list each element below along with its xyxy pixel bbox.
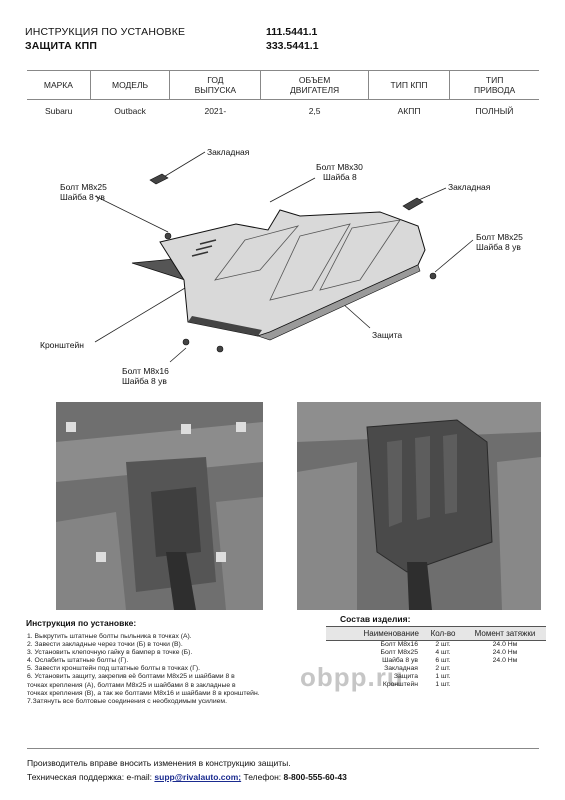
composition-item-qty: 4 шт. — [435, 649, 451, 656]
watermark: obpp.ru — [300, 662, 404, 692]
title-line-2: ЗАЩИТА КПП — [25, 40, 98, 52]
composition-item-qty: 1 шт. — [435, 673, 451, 680]
zakladnaya-right-part — [402, 197, 424, 211]
label-washer-8: Шайба 8 — [323, 172, 357, 182]
label-zakladnaya-left: Закладная — [207, 147, 250, 157]
composition-title: Состав изделия: — [340, 614, 411, 624]
instruction-step: 2. Завести закладные через точки (Б) в т… — [27, 641, 183, 649]
footer-note: Производитель вправе вносить изменения в… — [27, 758, 291, 768]
instruction-step: 3. Установить клепочную гайку в бампер в… — [27, 649, 193, 657]
composition-item-torque: 24.0 Нм — [492, 641, 518, 648]
composition-item-name: Шайба 8 ув — [382, 657, 418, 664]
label-washer-8uv-right: Шайба 8 ув — [476, 242, 521, 252]
composition-item-name: Защита — [393, 673, 418, 680]
footer-support: Техническая поддержка: e-mail: supp@riva… — [27, 772, 347, 782]
instructions-title: Инструкция по установке: — [26, 618, 137, 628]
composition-header-name: Наименование — [326, 626, 422, 641]
composition-row: Шайба 8 ув 6 шт. 24.0 Нм — [326, 657, 546, 665]
exploded-diagram — [94, 151, 474, 363]
label-bolt-m8x30: Болт М8х30 — [316, 162, 363, 172]
instruction-step: 7.Затянуть все болтовые соединения с нео… — [27, 697, 227, 705]
product-code-2: 333.5441.1 — [266, 40, 319, 52]
label-washer-8uv-bottom: Шайба 8 ув — [122, 376, 167, 386]
composition-item-torque: 24.0 Нм — [492, 657, 518, 664]
label-bolt-m8x16: Болт М8х16 — [122, 366, 169, 376]
instruction-step: точках крепления (А), болтами М8х25 и ша… — [27, 681, 236, 689]
product-code-1: 111.5441.1 — [266, 26, 318, 38]
label-washer-8uv-left: Шайба 8 ув — [60, 192, 105, 202]
shield-plate — [159, 209, 426, 341]
composition-item-name: Закладная — [384, 665, 418, 672]
composition-item-name: Кронштейн — [382, 681, 418, 688]
composition-item-torque — [464, 665, 546, 673]
composition-item-qty: 6 шт. — [435, 657, 451, 664]
label-bolt-m8x25-right: Болт М8х25 — [476, 232, 523, 242]
composition-item-qty: 2 шт. — [435, 641, 451, 648]
composition-item-qty: 1 шт. — [435, 681, 451, 688]
spec-cell-brand: Subaru — [44, 106, 73, 116]
undercarriage-photo-installed-art — [297, 402, 541, 610]
composition-row: Болт М8х25 4 шт. 24.0 Нм — [326, 649, 546, 657]
spec-header: МОДЕЛЬ — [89, 70, 170, 100]
label-bolt-m8x25-left: Болт М8х25 — [60, 182, 107, 192]
spec-cell-gearbox: АКПП — [397, 106, 421, 116]
zakladnaya-left-part — [149, 173, 169, 185]
title-line-1: ИНСТРУКЦИЯ ПО УСТАНОВКЕ — [25, 26, 186, 38]
label-zakladnaya-right: Закладная — [448, 182, 491, 192]
label-kronshtein: Кронштейн — [40, 340, 84, 350]
email-label: e-mail: — [126, 772, 153, 782]
instruction-step: 1. Выкрутить штатные болты пыльника в то… — [27, 633, 192, 640]
instruction-step: 6. Установить защиту, закрепив её болтам… — [27, 673, 235, 681]
composition-item-torque: 24.0 Нм — [492, 649, 518, 656]
undercarriage-photo-installed — [297, 402, 541, 610]
support-phone: 8-800-555-60-43 — [283, 772, 347, 782]
instruction-step: точках крепления (В), а так же болтами М… — [27, 689, 260, 697]
instruction-step: 4. Ослабить штатные болты (Г). — [27, 657, 129, 665]
spec-cell-model: Outback — [114, 106, 146, 116]
composition-row: Закладная 2 шт. — [326, 665, 546, 673]
composition-item-name: Болт М8х16 — [380, 641, 418, 648]
spec-header: МАРКА — [27, 70, 91, 100]
composition-item-torque — [464, 673, 546, 681]
undercarriage-photo-before — [56, 402, 263, 610]
composition-header-qty: Кол-во — [422, 626, 464, 641]
footer-divider — [27, 748, 539, 749]
composition-row: Болт М8х16 2 шт. 24.0 Нм — [326, 641, 546, 650]
support-email-link[interactable]: supp@rivalauto.com; — [154, 772, 242, 782]
composition-table: Наименование Кол-во Момент затяжки Болт … — [326, 626, 546, 689]
composition-row: Кронштейн 1 шт. — [326, 681, 546, 689]
label-zashchita: Защита — [372, 330, 403, 340]
spec-cell-engine: 2,5 — [308, 106, 321, 116]
composition-item-torque — [464, 681, 546, 689]
instructions-list: 1. Выкрутить штатные болты пыльника в то… — [27, 633, 327, 706]
composition-header-torque: Момент затяжки — [464, 626, 546, 641]
composition-row: Защита 1 шт. — [326, 673, 546, 681]
support-label: Техническая поддержка: — [27, 772, 125, 782]
instruction-step: 5. Завести кронштейн под штатные болты в… — [27, 665, 201, 673]
phone-label: Телефон: — [243, 772, 282, 782]
composition-item-name: Болт М8х25 — [380, 649, 418, 656]
spec-cell-year: 2021- — [204, 106, 227, 116]
spec-header: ТИП КПП — [367, 70, 450, 100]
undercarriage-photo-before-art — [56, 402, 263, 610]
spec-cell-drive: ПОЛНЫЙ — [475, 106, 514, 116]
composition-item-qty: 2 шт. — [435, 665, 451, 672]
